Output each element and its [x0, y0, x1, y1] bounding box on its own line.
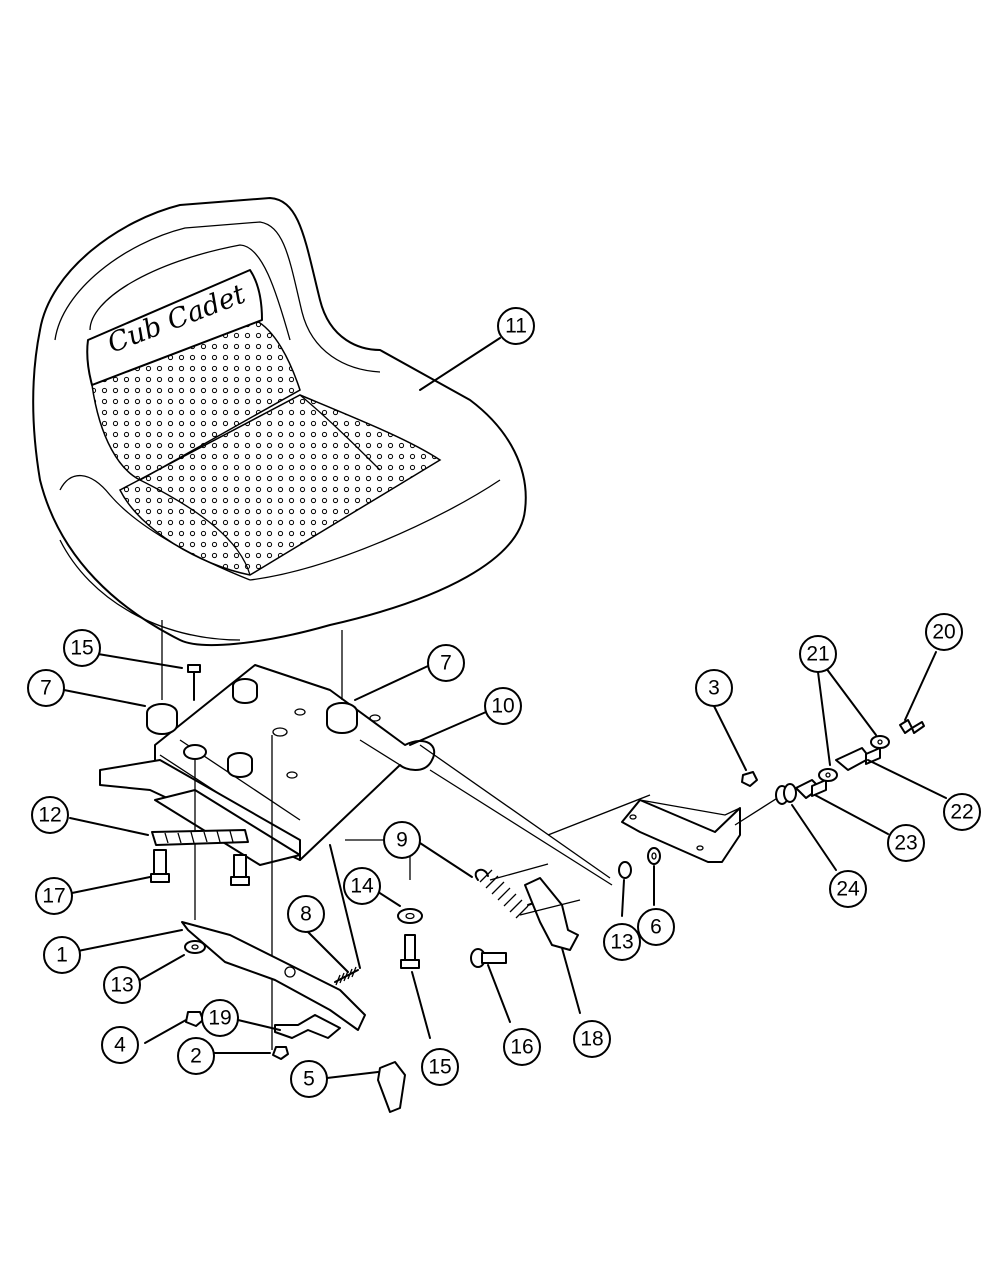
- callout-1: 1: [43, 936, 81, 974]
- callout-14-number: 14: [350, 875, 374, 898]
- slide-rail: [151, 829, 249, 846]
- callout-11-number: 11: [505, 315, 527, 338]
- callout-9-number: 9: [396, 829, 408, 852]
- callout-13-number: 13: [610, 931, 633, 954]
- callout-14: 14: [343, 867, 381, 905]
- isolator-rear: [232, 678, 258, 704]
- callout-1-number: 1: [56, 944, 68, 967]
- washer-13-left: [184, 940, 206, 954]
- callout-5: 5: [290, 1060, 328, 1098]
- adjust-lever: [181, 921, 366, 1031]
- callout-7-number: 7: [440, 652, 452, 675]
- seat-base-plate: [99, 664, 435, 866]
- callout-8-number: 8: [300, 903, 312, 926]
- callout-15-number: 15: [70, 637, 93, 660]
- spring-8: [329, 844, 361, 986]
- callout-5-number: 5: [303, 1068, 315, 1091]
- callout-15-lower: 15: [421, 1048, 459, 1086]
- lever-18: [524, 877, 579, 951]
- nut-4: [185, 1011, 204, 1027]
- callout-16: 16: [503, 1028, 541, 1066]
- callout-7-right: 7: [427, 644, 465, 682]
- bolt-16: [470, 948, 507, 968]
- callout-6-number: 6: [650, 916, 662, 939]
- callout-19: 19: [201, 999, 239, 1037]
- nut-3: [741, 771, 758, 787]
- callout-15-number: 15: [428, 1056, 451, 1079]
- callout-18: 18: [573, 1020, 611, 1058]
- callout-21-number: 21: [806, 643, 829, 666]
- callout-7-left: 7: [27, 669, 65, 707]
- callout-18-number: 18: [580, 1028, 603, 1051]
- seat: Cub Cadet: [32, 197, 527, 646]
- callout-16-number: 16: [510, 1036, 533, 1059]
- callout-3: 3: [695, 669, 733, 707]
- bolt-17-right: [230, 854, 250, 886]
- bolt-17-left: [150, 849, 170, 883]
- callout-15-top: 15: [63, 629, 101, 667]
- switch-24: [775, 783, 797, 805]
- callout-17-number: 17: [42, 885, 65, 908]
- plate-21-lower: [818, 768, 838, 782]
- callout-13-number: 13: [110, 974, 133, 997]
- bolt-top: [187, 664, 201, 701]
- callout-4-number: 4: [114, 1034, 126, 1057]
- callout-9: 9: [383, 821, 421, 859]
- callout-7-number: 7: [40, 677, 52, 700]
- bolt-15-lower: [400, 934, 420, 969]
- isolator-right: [326, 702, 358, 734]
- callout-11: 11: [497, 307, 535, 345]
- callout-23-number: 23: [894, 832, 917, 855]
- plate-22: [835, 747, 881, 771]
- callout-17: 17: [35, 877, 73, 915]
- clip-19: [274, 1014, 341, 1039]
- callout-22: 22: [943, 793, 981, 831]
- callout-22-number: 22: [950, 801, 973, 824]
- isolator-front: [227, 752, 253, 778]
- plate-23: [795, 779, 827, 799]
- callout-8: 8: [287, 895, 325, 933]
- callout-12-number: 12: [38, 804, 61, 827]
- callout-24: 24: [829, 870, 867, 908]
- grip-5: [377, 1061, 406, 1113]
- callout-2-number: 2: [190, 1045, 202, 1068]
- callout-2: 2: [177, 1037, 215, 1075]
- nut-6: [647, 847, 661, 865]
- callout-21: 21: [799, 635, 837, 673]
- callout-20-number: 20: [932, 621, 955, 644]
- callout-20: 20: [925, 613, 963, 651]
- callout-13-right: 13: [603, 923, 641, 961]
- plate-21-upper: [870, 735, 890, 749]
- callout-6: 6: [637, 908, 675, 946]
- callout-3-number: 3: [708, 677, 720, 700]
- callout-13-left: 13: [103, 966, 141, 1004]
- callout-12: 12: [31, 796, 69, 834]
- leader-lines: [63, 337, 947, 1079]
- washer-13-right: [618, 861, 632, 879]
- isolator-left: [146, 703, 178, 735]
- callout-23: 23: [887, 824, 925, 862]
- screw-20: [899, 719, 925, 734]
- callout-19-number: 19: [208, 1007, 231, 1030]
- callout-24-number: 24: [836, 878, 860, 901]
- callout-4: 4: [101, 1026, 139, 1064]
- bracket-3: [621, 799, 741, 863]
- nut-2: [272, 1046, 289, 1060]
- callout-10: 10: [484, 687, 522, 725]
- callout-10-number: 10: [491, 695, 514, 718]
- washer-14: [397, 908, 423, 924]
